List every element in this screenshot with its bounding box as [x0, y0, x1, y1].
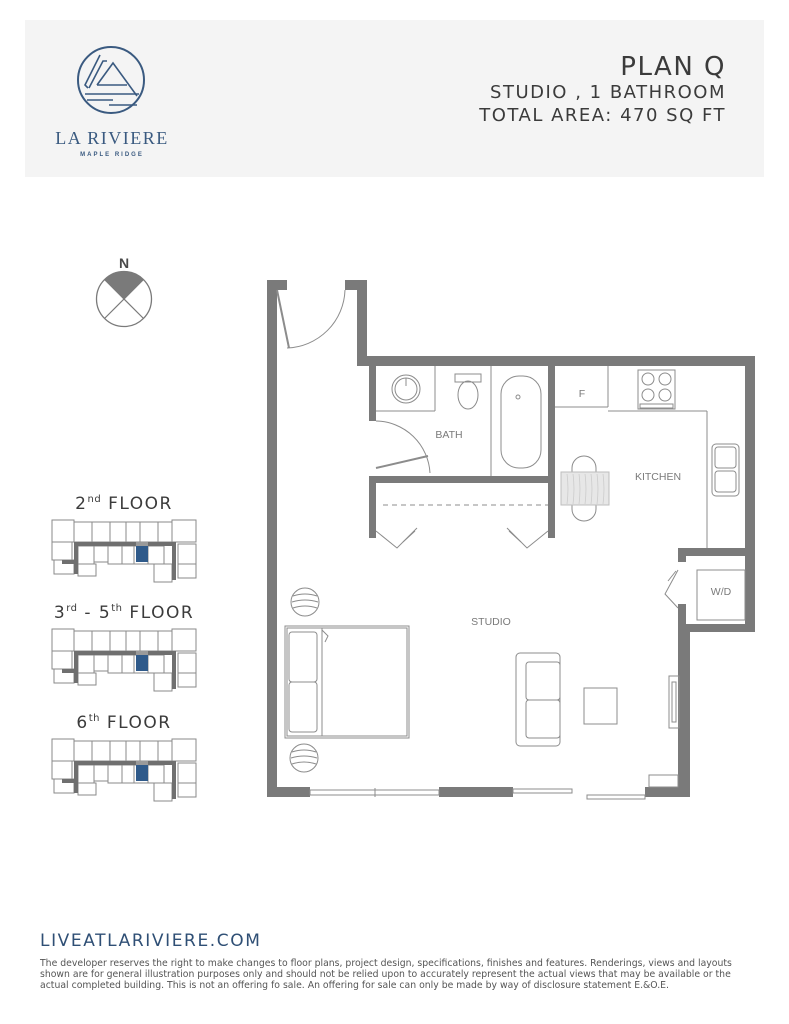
mountain-river-circle-logo-icon: [77, 46, 145, 114]
room-label-kitchen: KITCHEN: [635, 471, 681, 483]
floor-key-3rd-5th: 3rd - 5th FLOOR: [44, 603, 204, 693]
legal-disclaimer: The developer reserves the right to make…: [40, 958, 732, 991]
brand-subtitle: MAPLE RIDGE: [80, 152, 144, 158]
header-band: [25, 20, 764, 177]
fridge-label: F: [579, 388, 585, 400]
room-label-bath: BATH: [435, 429, 462, 441]
floor-key-6th: 6th FLOOR: [44, 713, 204, 803]
building-keyplan-2nd-floor: [51, 519, 197, 583]
brand-logo: LA RIVIERE MAPLE RIDGE: [44, 33, 180, 163]
website-link[interactable]: LIVEATLARIVIERE.COM: [40, 931, 262, 951]
floor-label-2nd: 2nd FLOOR: [75, 494, 173, 514]
compass-north-label: N: [118, 255, 130, 271]
washer-dryer-label: W/D: [711, 586, 732, 598]
floor-label-6th: 6th FLOOR: [76, 713, 172, 733]
plan-title: PLAN Q: [620, 52, 726, 82]
north-compass: N: [94, 255, 154, 328]
north-compass-icon: [95, 270, 153, 328]
walls: [267, 280, 755, 797]
unit-floor-plan: BATH KITCHEN STUDIO F W/D: [267, 280, 755, 800]
plan-total-area: TOTAL AREA: 470 SQ FT: [479, 105, 726, 126]
floor-label-3rd-5th: 3rd - 5th FLOOR: [53, 603, 195, 623]
building-keyplan-3rd-5th-floor: [51, 628, 197, 692]
floor-key-2nd: 2nd FLOOR: [44, 494, 204, 584]
dining-table: [560, 471, 610, 506]
room-label-studio: STUDIO: [471, 616, 511, 628]
building-keyplan-6th-floor: [51, 738, 197, 802]
plan-unit-type: STUDIO , 1 BATHROOM: [490, 82, 726, 103]
brand-name: LA RIVIERE: [55, 128, 169, 148]
